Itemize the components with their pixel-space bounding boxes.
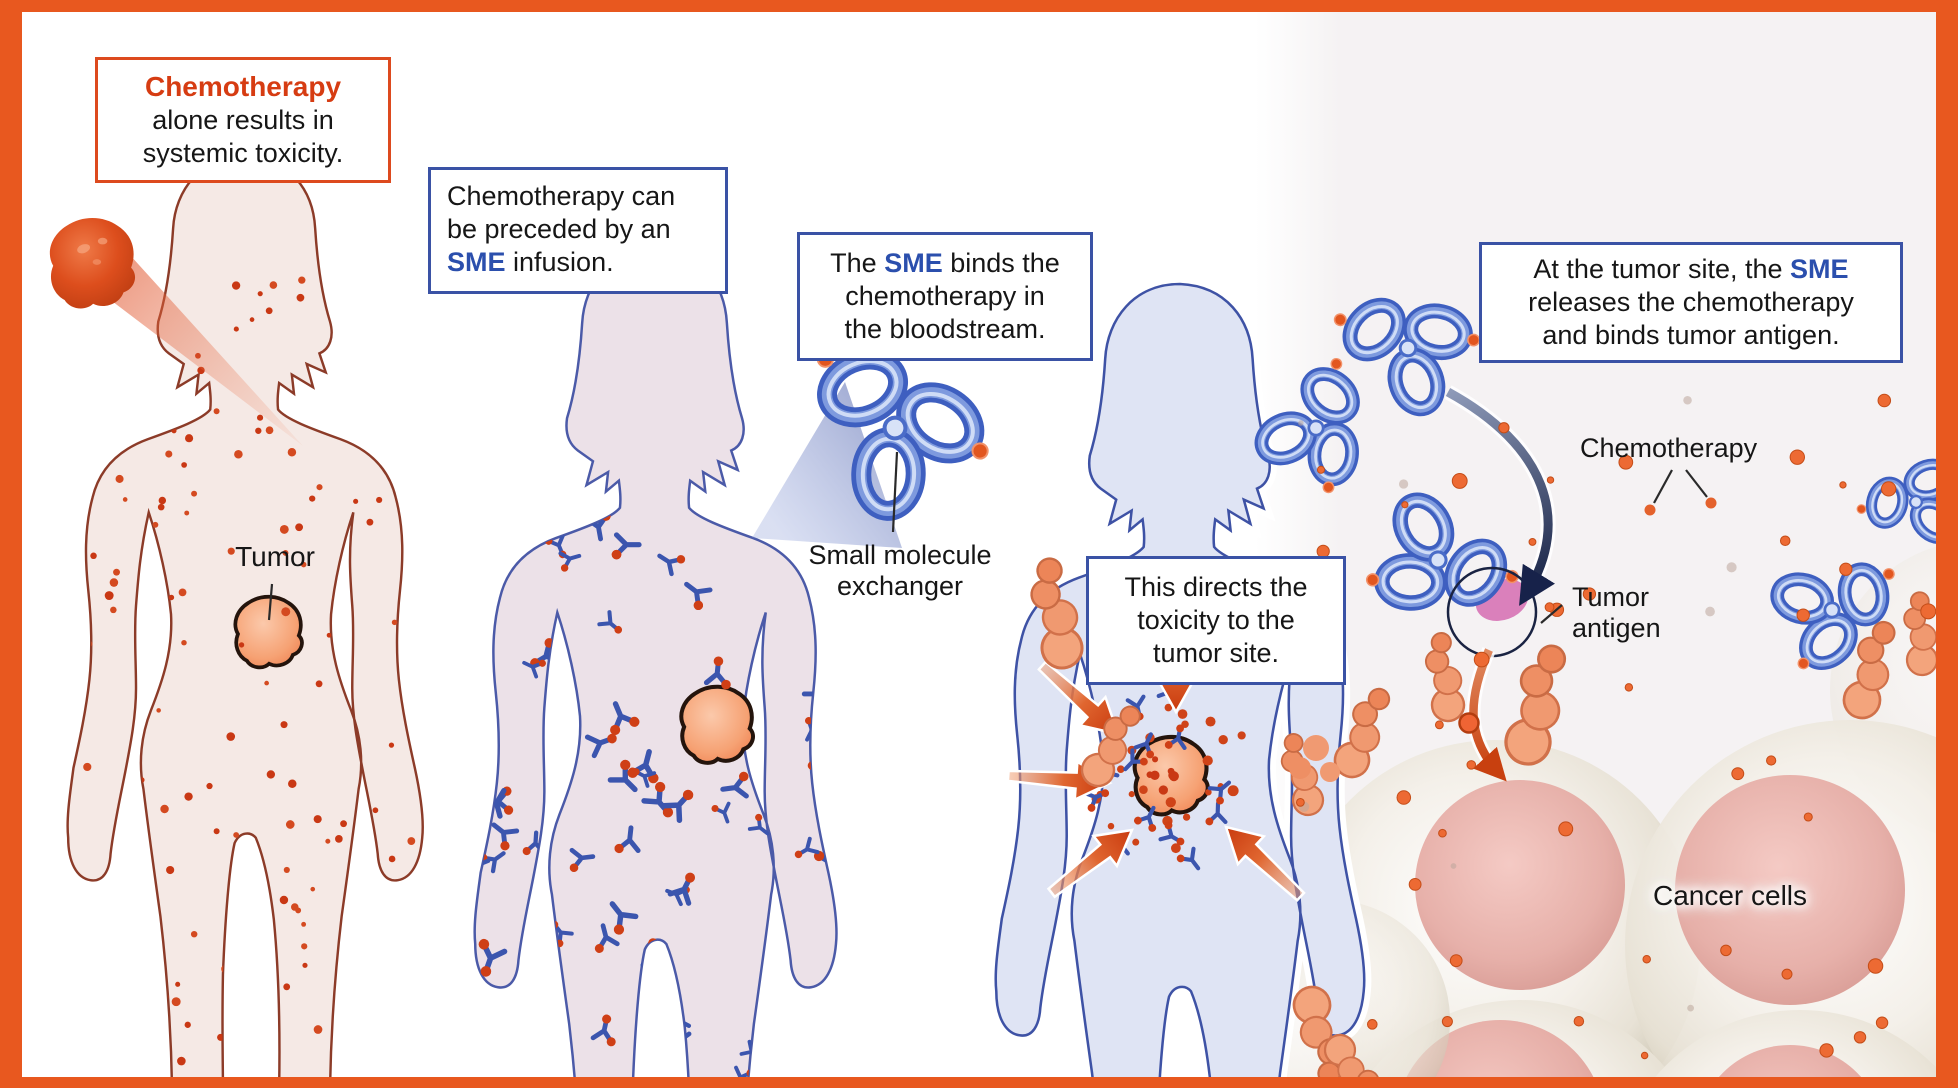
figure-chemo-alone	[49, 154, 424, 1088]
callout-text: Chemotherapy can be preceded by an	[447, 181, 676, 244]
cancer-cell	[1625, 720, 1958, 1088]
callout-sme-releases: At the tumor site, the SME releases the …	[1479, 242, 1903, 363]
callout-directs-toxicity: This directs the toxicity to the tumor s…	[1086, 556, 1346, 685]
callout-highlight: SME	[447, 246, 506, 277]
tumor-antigen-label: Tumor antigen	[1572, 582, 1661, 644]
chemo-dot	[1705, 497, 1717, 509]
sme-exchanger-label: Small molecule exchanger	[808, 540, 992, 602]
callout-sme-binds: The SME binds the chemotherapy in the bl…	[797, 232, 1093, 361]
infusion-spray	[100, 244, 303, 446]
cancer-cells-scene	[1210, 11, 1958, 1088]
callout-text: infusion.	[505, 246, 614, 277]
released-chemo-dot	[1458, 712, 1480, 734]
sme-pointer-line	[891, 451, 899, 533]
chemo-dot	[1644, 504, 1656, 516]
label-pointer-lines	[267, 469, 1708, 624]
tumor-label: Tumor	[235, 541, 315, 572]
callout-text: binds the chemotherapy in the bloodstrea…	[844, 248, 1060, 344]
callout-highlight: SME	[884, 248, 943, 278]
figure-directed-toxicity	[996, 284, 1365, 1088]
cancer-cells-label: Cancer cells	[1652, 880, 1808, 911]
tumor-2	[679, 684, 756, 765]
callout-text: releases the chemotherapy and binds tumo…	[1528, 286, 1854, 350]
chemo-bolus-icon	[49, 218, 136, 309]
chemotherapy-label: Chemotherapy	[1580, 433, 1758, 463]
callout-chemo-alone: Chemotherapy alone results in systemic t…	[95, 57, 391, 184]
callout-highlight: Chemotherapy	[144, 71, 342, 102]
callout-text: This directs the toxicity to the tumor s…	[1124, 572, 1308, 668]
callout-text: The	[830, 248, 885, 278]
floating-chemo-dots	[1296, 393, 1937, 1060]
figure-sme-infusion	[473, 248, 1004, 1088]
callout-sme-infusion: Chemotherapy can be preceded by an SME i…	[428, 167, 728, 294]
tumor-site-scene	[1017, 280, 1958, 1088]
callout-highlight: SME	[1790, 254, 1849, 284]
tumor-1	[233, 594, 304, 670]
sme-travel-arrow	[1445, 388, 1555, 606]
callout-text: At the tumor site, the	[1533, 254, 1791, 284]
callout-text: alone results in systemic toxicity.	[142, 105, 344, 169]
tumor-site-cluster	[1076, 678, 1246, 871]
